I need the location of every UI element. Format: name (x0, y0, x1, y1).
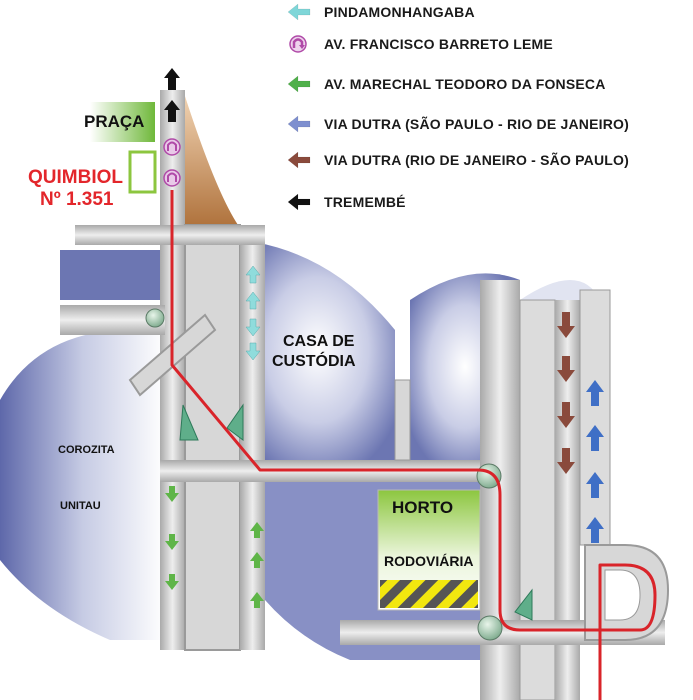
rodoviaria-label: RODOVIÁRIA (384, 553, 474, 569)
quimbiol-block (128, 150, 157, 194)
u-turn-markers (163, 138, 181, 187)
legend-label: VIA DUTRA (RIO DE JANEIRO - SÃO PAULO) (324, 152, 629, 168)
cyan-arrows (245, 265, 261, 361)
legend-item: AV. FRANCISCO BARRETO LEME (284, 32, 693, 56)
black-arrow-left-icon (284, 192, 314, 212)
black-arrows (164, 68, 180, 122)
blue-arrow-left-icon (284, 114, 314, 134)
brown-arrows (557, 312, 575, 474)
legend-label: AV. MARECHAL TEODORO DA FONSECA (324, 76, 606, 92)
green-arrow-left-icon (284, 74, 314, 94)
legend-item: PINDAMONHANGABA (284, 0, 693, 24)
route-line (170, 190, 657, 700)
casa-label-line1: CASA DE (283, 333, 355, 350)
green-arrows (165, 486, 264, 608)
company-number-label: Nº 1.351 (40, 189, 114, 210)
praca-block (90, 102, 155, 142)
horto-label: HORTO (392, 498, 454, 517)
brown-arrow-left-icon (284, 150, 314, 170)
hill-area (183, 90, 238, 225)
blue-arrows (586, 380, 604, 543)
legend-item: TREMEMBÉ (284, 190, 693, 214)
legend-item: VIA DUTRA (SÃO PAULO - RIO DE JANEIRO) (284, 112, 693, 136)
cyan-arrow-left-icon (284, 2, 314, 22)
casa-label-line2: CUSTÓDIA (272, 353, 356, 370)
legend-item: AV. MARECHAL TEODORO DA FONSECA (284, 72, 693, 96)
legend-label: AV. FRANCISCO BARRETO LEME (324, 36, 553, 52)
legend-item: VIA DUTRA (RIO DE JANEIRO - SÃO PAULO) (284, 148, 693, 172)
legend-label: PINDAMONHANGABA (324, 4, 475, 20)
legend-label: TREMEMBÉ (324, 194, 406, 210)
unitau-label: UNITAU (60, 500, 101, 512)
roundabout-bottom (477, 615, 503, 641)
praca-label: PRAÇA (84, 112, 145, 131)
purple-u-turn-icon (284, 34, 314, 54)
roundabout-left (145, 308, 165, 328)
corozita-label: COROZITA (58, 444, 115, 456)
traffic-islands (179, 403, 533, 621)
legend-label: VIA DUTRA (SÃO PAULO - RIO DE JANEIRO) (324, 116, 629, 132)
parking-hatch (380, 580, 478, 608)
company-name-label: QUIMBIOL (28, 167, 123, 188)
